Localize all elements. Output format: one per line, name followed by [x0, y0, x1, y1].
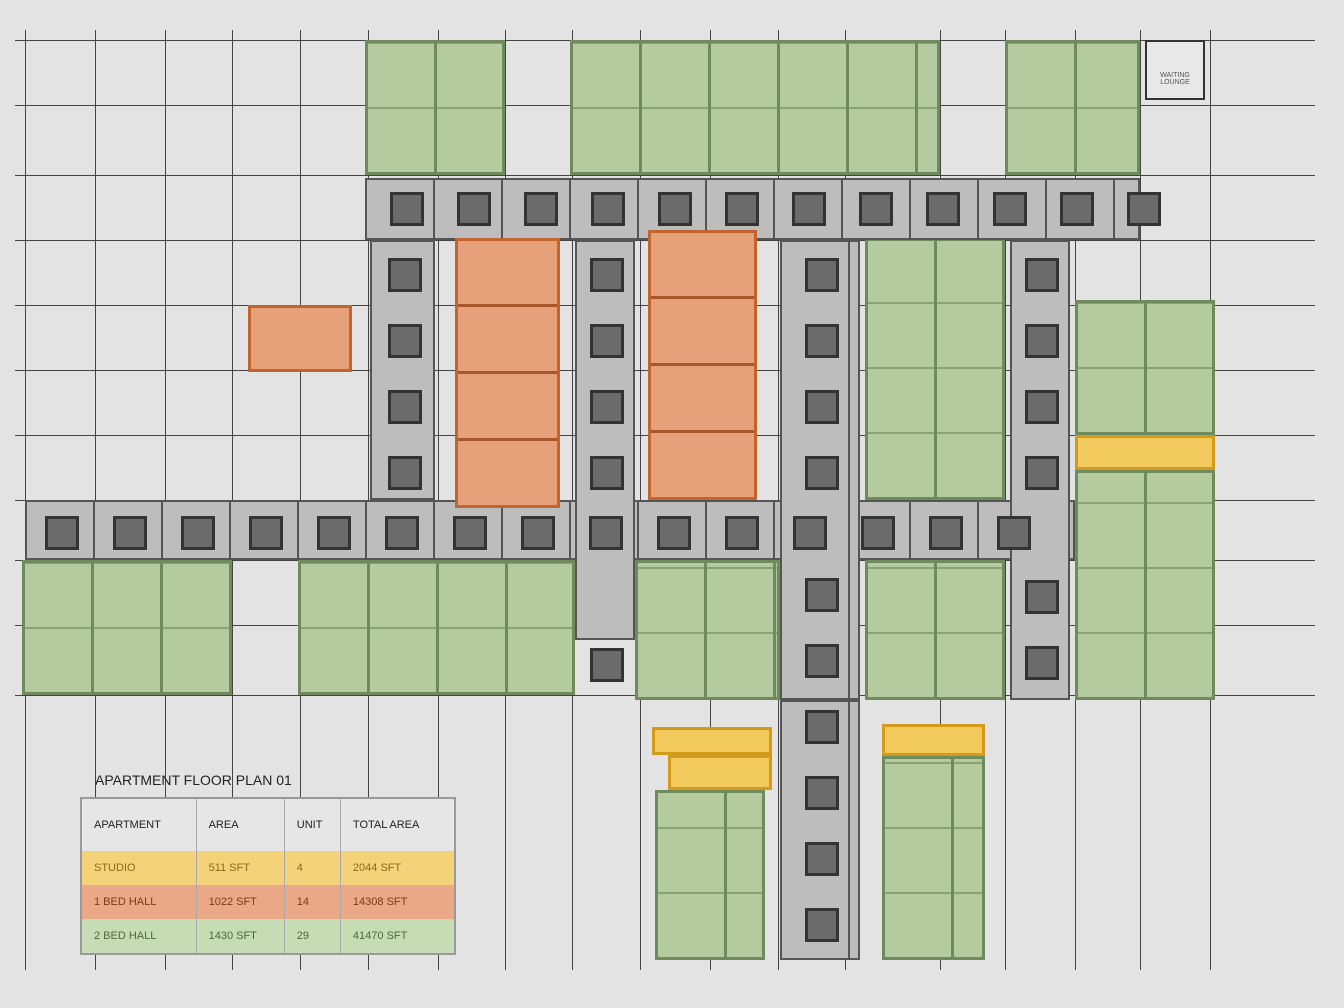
column-core	[524, 192, 558, 226]
column-core	[657, 516, 691, 550]
2-bed-hall-unit	[1005, 40, 1140, 175]
column-core	[805, 456, 839, 490]
2-bed-hall-unit	[1075, 470, 1215, 700]
1-bed-hall-unit	[248, 305, 352, 372]
cell-area: 1430 SFT	[195, 919, 285, 954]
column-core	[388, 390, 422, 424]
cell-apartment: 2 BED HALL	[80, 919, 197, 954]
column-core	[861, 516, 895, 550]
column-core	[805, 390, 839, 424]
area-legend-table: APARTMENT AREA UNIT TOTAL AREA STUDIO 51…	[80, 797, 456, 955]
cell-total: 14308 SFT	[339, 885, 455, 919]
1-bed-hall-unit	[455, 238, 560, 508]
column-core	[589, 516, 623, 550]
circulation-corridor	[575, 240, 635, 640]
studio-unit	[668, 755, 772, 790]
column-core	[1025, 258, 1059, 292]
column-core	[805, 710, 839, 744]
studio-unit	[1075, 435, 1215, 470]
column-core	[1060, 192, 1094, 226]
header-unit: UNIT	[283, 798, 341, 851]
column-core	[388, 258, 422, 292]
table-header-row: APARTMENT AREA UNIT TOTAL AREA	[80, 798, 455, 851]
column-core	[1025, 456, 1059, 490]
column-core	[1127, 192, 1161, 226]
header-area: AREA	[195, 798, 285, 851]
column-core	[1025, 324, 1059, 358]
2-bed-hall-unit	[570, 40, 940, 175]
column-core	[388, 324, 422, 358]
table-row-studio: STUDIO 511 SFT 4 2044 SFT	[80, 851, 455, 885]
column-core	[926, 192, 960, 226]
cell-area: 1022 SFT	[195, 885, 285, 919]
cell-unit: 29	[283, 919, 341, 954]
column-core	[453, 516, 487, 550]
table-row-1-bed-hall: 1 BED HALL 1022 SFT 14 14308 SFT	[80, 885, 455, 919]
column-core	[317, 516, 351, 550]
column-core	[590, 456, 624, 490]
column-core	[521, 516, 555, 550]
column-core	[590, 390, 624, 424]
circulation-corridor	[1010, 240, 1070, 700]
2-bed-hall-unit	[1075, 300, 1215, 435]
column-core	[457, 192, 491, 226]
studio-unit	[882, 724, 985, 756]
column-core	[725, 516, 759, 550]
2-bed-hall-unit	[22, 560, 232, 695]
plan-title: APARTMENT FLOOR PLAN 01	[95, 772, 292, 788]
studio-unit	[652, 727, 772, 755]
column-core	[388, 456, 422, 490]
column-core	[249, 516, 283, 550]
column-core	[997, 516, 1031, 550]
column-core	[805, 842, 839, 876]
2-bed-hall-unit	[298, 560, 575, 695]
header-total-area: TOTAL AREA	[339, 798, 455, 851]
column-core	[805, 324, 839, 358]
column-core	[805, 258, 839, 292]
column-core	[805, 644, 839, 678]
column-core	[590, 648, 624, 682]
column-core	[1025, 580, 1059, 614]
column-core	[1025, 646, 1059, 680]
column-core	[993, 192, 1027, 226]
cell-area: 511 SFT	[195, 851, 285, 885]
2-bed-hall-unit	[635, 560, 780, 700]
column-core	[725, 192, 759, 226]
column-core	[805, 776, 839, 810]
column-core	[658, 192, 692, 226]
column-core	[929, 516, 963, 550]
column-core	[45, 516, 79, 550]
2-bed-hall-unit	[655, 790, 765, 960]
header-apartment: APARTMENT	[80, 798, 197, 851]
2-bed-hall-unit	[882, 756, 985, 960]
2-bed-hall-unit	[865, 238, 1005, 500]
cell-total: 41470 SFT	[339, 919, 455, 954]
column-core	[385, 516, 419, 550]
cell-unit: 4	[283, 851, 341, 885]
grid-line	[15, 175, 1315, 176]
1-bed-hall-unit	[648, 230, 757, 500]
waiting-lounge	[1145, 40, 1205, 100]
cell-unit: 14	[283, 885, 341, 919]
cell-apartment: STUDIO	[80, 851, 197, 885]
column-core	[181, 516, 215, 550]
column-core	[591, 192, 625, 226]
2-bed-hall-unit	[365, 40, 505, 175]
column-core	[793, 516, 827, 550]
column-core	[805, 578, 839, 612]
column-core	[1025, 390, 1059, 424]
column-core	[590, 324, 624, 358]
column-core	[859, 192, 893, 226]
table-row-2-bed-hall: 2 BED HALL 1430 SFT 29 41470 SFT	[80, 919, 455, 954]
cell-apartment: 1 BED HALL	[80, 885, 197, 919]
column-core	[590, 258, 624, 292]
column-core	[390, 192, 424, 226]
column-core	[805, 908, 839, 942]
2-bed-hall-unit	[865, 560, 1005, 700]
waiting-lounge-label: WAITING LOUNGE	[1160, 72, 1190, 86]
cell-total: 2044 SFT	[339, 851, 455, 885]
column-core	[113, 516, 147, 550]
column-core	[792, 192, 826, 226]
